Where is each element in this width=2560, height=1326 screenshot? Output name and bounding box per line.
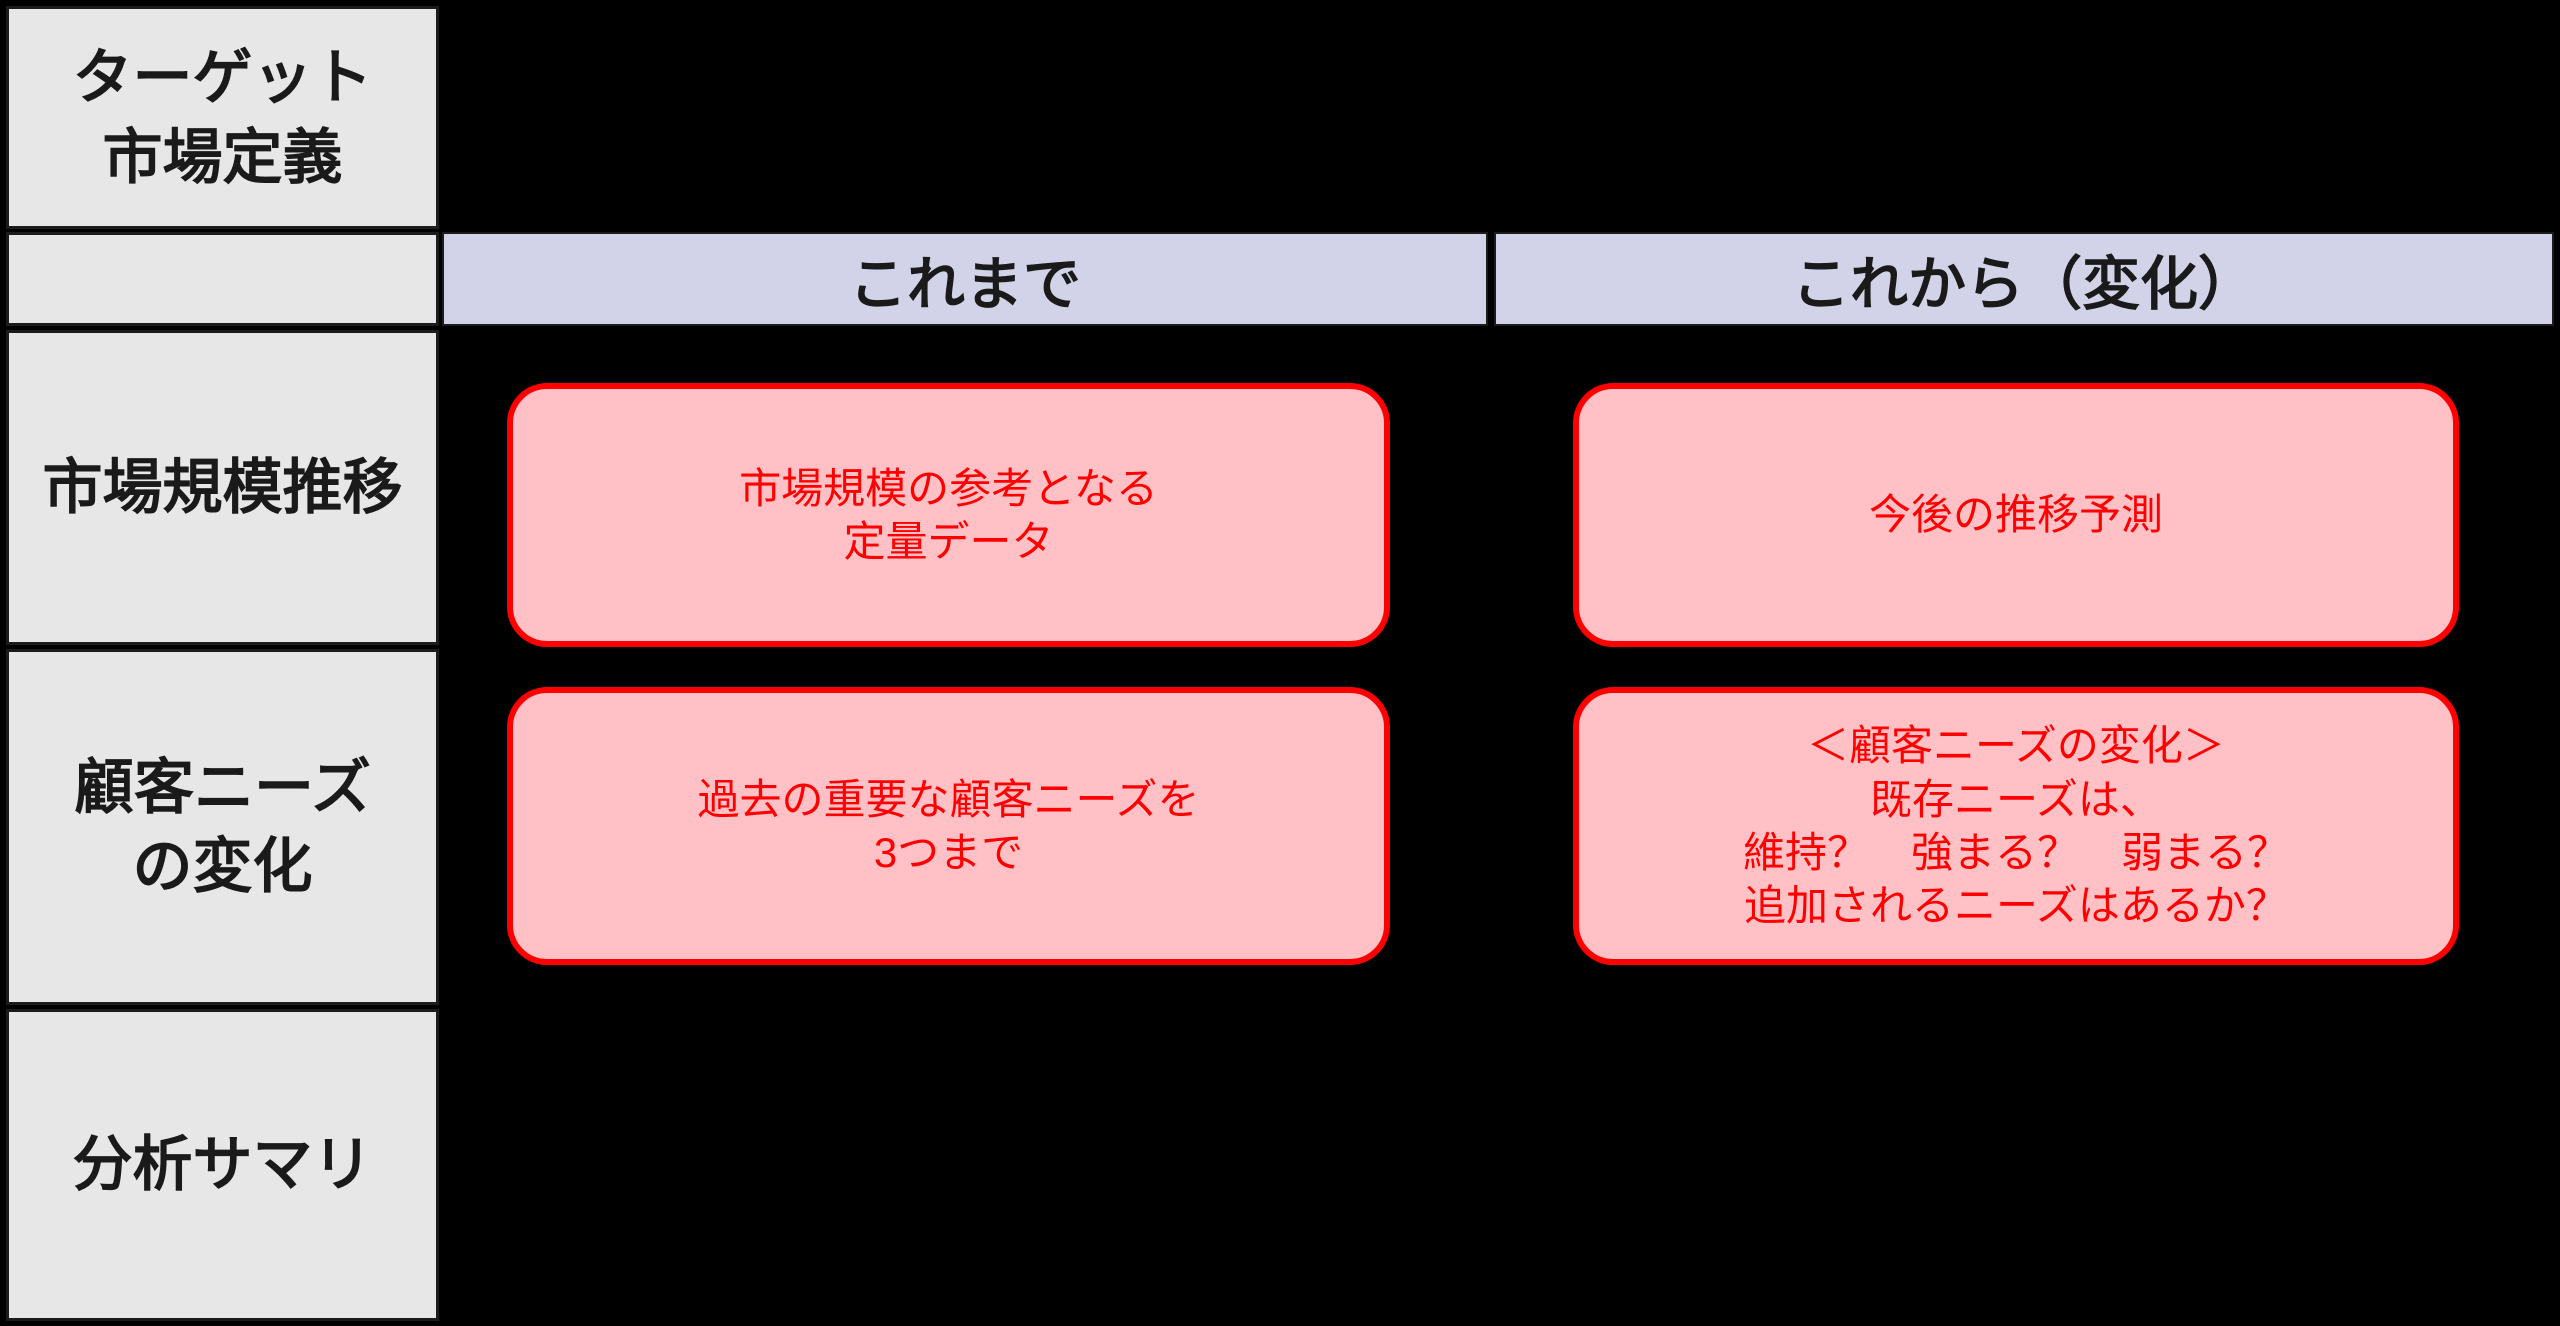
column-header-past: これまで: [442, 232, 1488, 326]
row-label-analysis-summary: 分析サマリ: [6, 1009, 439, 1321]
row-label-customer-needs-change: 顧客ニーズ の変化: [6, 649, 439, 1005]
placeholder-box-market-size-future: 今後の推移予測: [1573, 383, 2459, 647]
row-label-market-size-trend: 市場規模推移: [6, 330, 439, 645]
placeholder-box-market-size-past: 市場規模の参考となる 定量データ: [507, 383, 1390, 647]
corner-cell-target-market-definition: ターゲット 市場定義: [6, 6, 439, 229]
column-header-future: これから（変化）: [1494, 232, 2554, 326]
placeholder-box-customer-needs-past: 過去の重要な顧客ニーズを 3つまで: [507, 687, 1390, 965]
placeholder-box-customer-needs-future: ＜顧客ニーズの変化＞ 既存ニーズは、 維持？ 強まる？ 弱まる？ 追加されるニー…: [1573, 687, 2459, 965]
spacer-cell: [6, 232, 439, 326]
